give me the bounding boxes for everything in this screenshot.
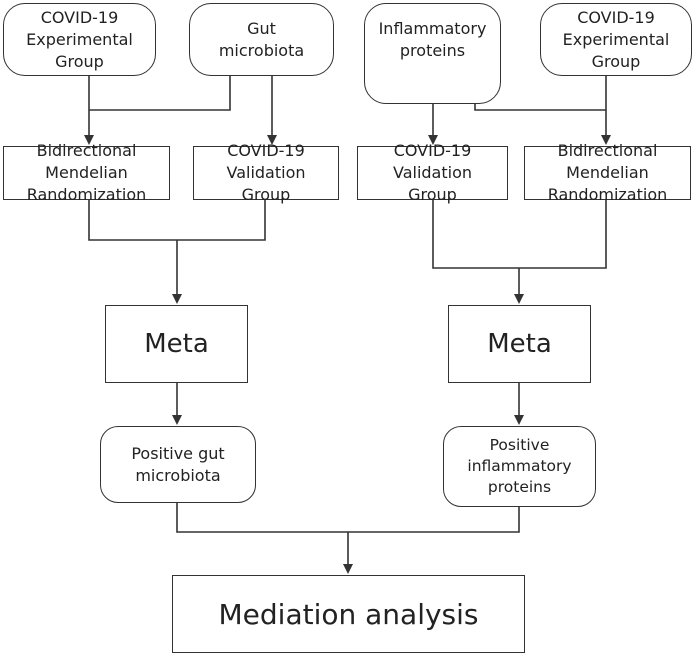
connector-gut-to-mr [89, 76, 231, 111]
gut-microbiota-node: Gut microbiota [189, 3, 334, 76]
meta-left-label: Meta [144, 329, 209, 359]
gut-microbiota-label: Gut microbiota [218, 18, 305, 60]
covid-experimental-group-left-label: COVID-19 Experimental Group [26, 7, 133, 71]
covid-validation-group-right-node: COVID-19 Validation Group [357, 141, 508, 204]
bidirectional-mr-left-node: Bidirectional Mendelian Randomization [3, 141, 170, 204]
meta-left-node: Meta [105, 305, 248, 383]
bidirectional-mr-left-label: Bidirectional Mendelian Randomization [26, 141, 147, 204]
bidirectional-mr-right-label: Bidirectional Mendelian Randomization [547, 141, 668, 204]
connector-positives-join [176, 503, 520, 533]
bidirectional-mr-right-node: Bidirectional Mendelian Randomization [524, 141, 691, 204]
connector-right-join-to-meta [432, 200, 607, 269]
mediation-analysis-node: Mediation analysis [172, 575, 525, 653]
covid-experimental-group-right-node: COVID-19 Experimental Group [540, 3, 692, 76]
meta-right-label: Meta [487, 329, 552, 359]
meta-right-node: Meta [448, 305, 591, 383]
covid-validation-group-left-label: COVID-19 Validation Group [226, 141, 306, 204]
covid-validation-group-right-label: COVID-19 Validation Group [392, 141, 472, 204]
mediation-analysis-label: Mediation analysis [218, 597, 479, 631]
inflammatory-proteins-label: Inflammatory proteins [378, 19, 487, 60]
connector-left-join-to-meta [88, 200, 266, 241]
connector-inflam-to-mr-right [474, 104, 606, 111]
covid-experimental-group-right-label: COVID-19 Experimental Group [562, 7, 670, 71]
covid-experimental-group-left-node: COVID-19 Experimental Group [3, 3, 156, 76]
positive-gut-microbiota-node: Positive gut microbiota [100, 426, 256, 503]
positive-gut-microbiota-label: Positive gut microbiota [131, 443, 225, 485]
covid-validation-group-left-node: COVID-19 Validation Group [193, 141, 339, 204]
positive-inflammatory-proteins-label: Positive inflammatory proteins [467, 436, 572, 496]
positive-inflammatory-proteins-node: Positive inflammatory proteins [443, 426, 596, 507]
inflammatory-proteins-node: Inflammatory proteins [364, 3, 501, 104]
